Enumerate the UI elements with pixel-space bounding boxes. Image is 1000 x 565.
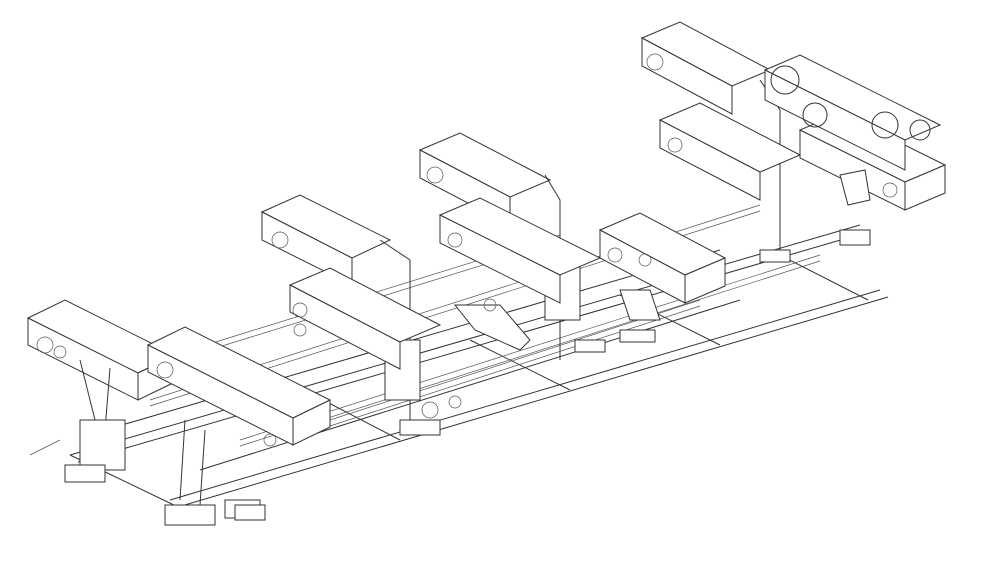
transfer-unit-2 (146, 326, 332, 526)
transfer-unit-10 (658, 102, 802, 201)
transfer-unit-8 (640, 21, 781, 250)
transfer-unit-1 (26, 299, 177, 471)
transfer-unit-7 (598, 212, 727, 321)
transfer-units (26, 21, 947, 526)
transfer-unit-6 (438, 197, 602, 351)
support-legs (64, 229, 871, 521)
couplings (29, 253, 652, 456)
motor-drive (763, 54, 942, 171)
transfer-unit-4 (288, 267, 442, 370)
